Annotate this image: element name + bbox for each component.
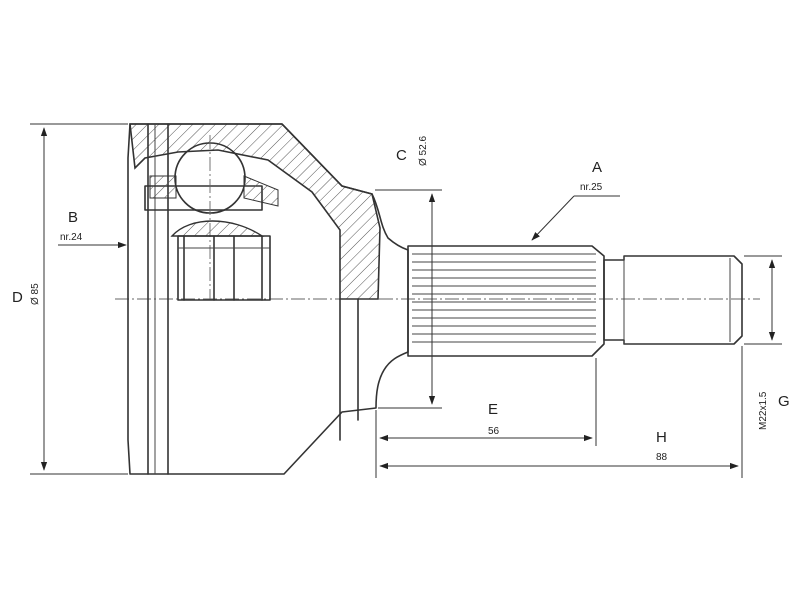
- inner-race-body: [177, 235, 271, 301]
- dim-e-letter: E: [488, 401, 498, 418]
- cage-window: [144, 185, 263, 211]
- dim-h-value: 88: [656, 452, 668, 463]
- dim-e-value: 56: [488, 426, 500, 437]
- dim-b-letter: B: [68, 209, 78, 226]
- dim-g-letter: G: [778, 393, 790, 410]
- thread-outline: [603, 255, 743, 345]
- dim-a-letter: A: [592, 159, 602, 176]
- dim-g-value: M22x1.5: [758, 391, 769, 430]
- threaded-stub: [603, 255, 743, 345]
- spline-outline: [407, 245, 605, 357]
- spline-teeth: [412, 253, 596, 343]
- dim-b-value: nr.24: [60, 232, 83, 243]
- dim-a-value: nr.25: [580, 182, 603, 193]
- dim-h-letter: H: [656, 429, 667, 446]
- cage-hatch: [149, 175, 177, 199]
- cage-hatch-right: [243, 175, 279, 207]
- dim-a-leader: [531, 195, 575, 241]
- dim-d-value: Ø 85: [30, 283, 41, 305]
- inner-race-hatch: [170, 220, 265, 237]
- spline-shaft: [407, 245, 605, 357]
- dim-c-value: Ø 52.6: [418, 136, 429, 166]
- dim-c-letter: C: [396, 147, 407, 164]
- dim-d-letter: D: [12, 289, 23, 306]
